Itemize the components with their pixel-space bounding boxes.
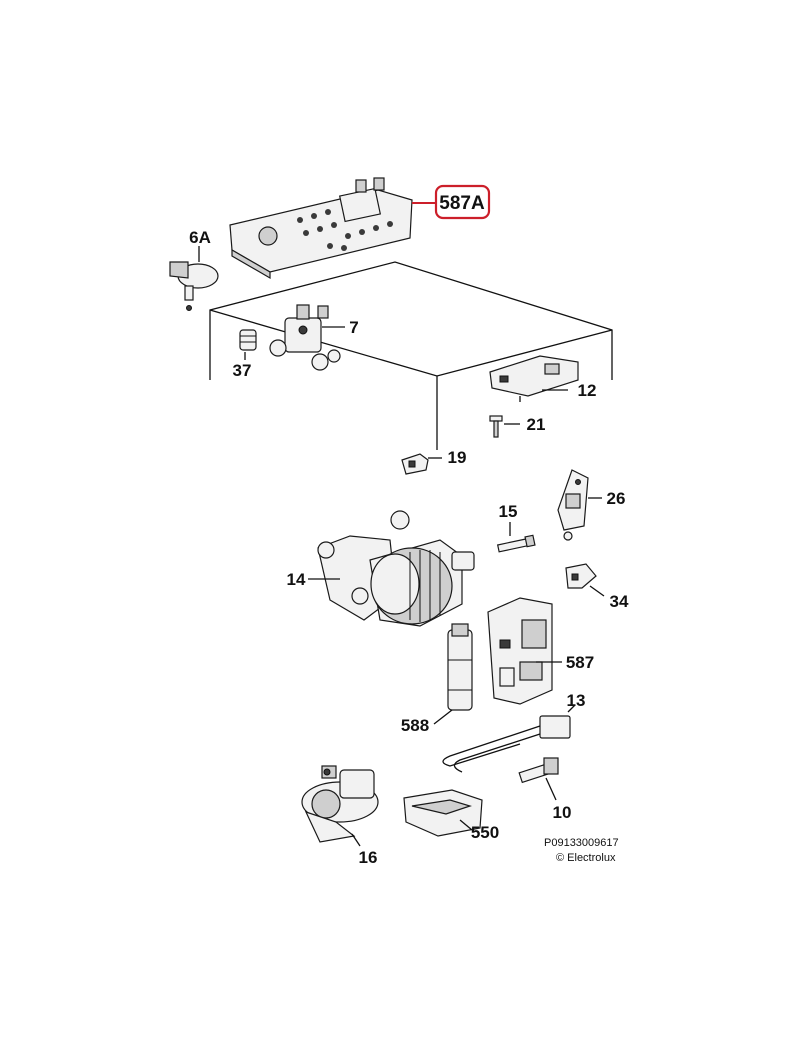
label-21: 21 xyxy=(527,415,546,434)
label-588: 588 xyxy=(401,716,429,735)
part-588-filter[interactable] xyxy=(447,623,473,711)
label-14: 14 xyxy=(287,570,306,589)
part-34-clip[interactable] xyxy=(565,563,597,589)
label-7: 7 xyxy=(349,318,358,337)
label-37: 37 xyxy=(233,361,252,380)
label-34: 34 xyxy=(610,592,629,611)
part-21-screw[interactable] xyxy=(489,415,503,438)
part-13-heater[interactable] xyxy=(442,715,571,773)
label-13: 13 xyxy=(567,691,586,710)
part-587a-control-board[interactable] xyxy=(229,177,413,280)
copyright: © Electrolux xyxy=(556,852,616,864)
part-10-ntc-sensor[interactable] xyxy=(518,757,559,784)
label-587: 587 xyxy=(566,653,594,672)
part-587-main-board[interactable] xyxy=(487,597,553,705)
reference-code: P09133009617 xyxy=(544,837,619,849)
part-15-screw[interactable] xyxy=(496,534,536,553)
part-6a-pressure-switch[interactable] xyxy=(169,261,219,311)
label-550: 550 xyxy=(471,823,499,842)
part-14-motor[interactable] xyxy=(317,510,475,627)
part-12-door-lock[interactable] xyxy=(489,355,579,402)
label-10: 10 xyxy=(553,803,572,822)
cabinet-frame xyxy=(209,261,613,450)
part-7-inlet-valve[interactable] xyxy=(269,304,341,371)
label-19: 19 xyxy=(448,448,467,467)
label-16: 16 xyxy=(359,848,378,867)
part-37-filter[interactable] xyxy=(239,329,257,351)
label-587a-box[interactable]: 587A xyxy=(434,184,491,220)
label-6a: 6A xyxy=(189,228,211,247)
part-26-sensor[interactable] xyxy=(557,469,589,541)
part-550-dispenser[interactable] xyxy=(403,789,483,837)
part-16-drain-pump[interactable] xyxy=(301,765,379,843)
label-587a: 587A xyxy=(439,193,485,214)
label-26: 26 xyxy=(607,489,626,508)
label-12: 12 xyxy=(578,381,597,400)
label-15: 15 xyxy=(499,502,518,521)
part-19-bracket[interactable] xyxy=(401,453,429,475)
